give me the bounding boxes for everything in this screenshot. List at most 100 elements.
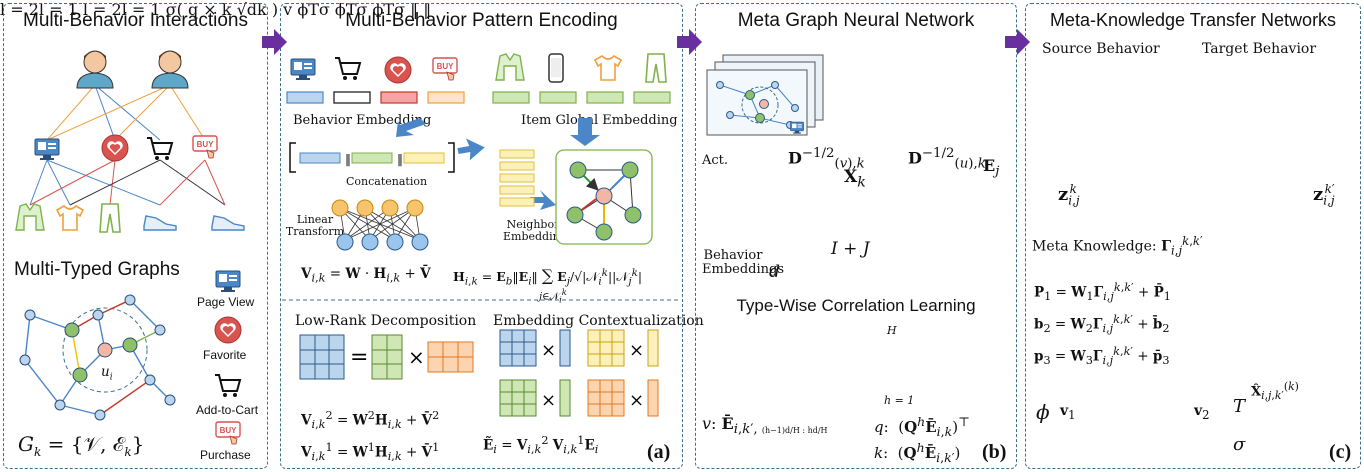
behavior-embeddings-label: Behavior Embeddings: [702, 248, 784, 277]
coat-icon: [495, 53, 525, 81]
heart-icon: [384, 56, 412, 84]
coat-icon: ϕTσ ϕTσ ϕTσ ‖: [297, 0, 431, 19]
v2-label: v2: [1194, 403, 1210, 422]
svg-text:×: ×: [408, 345, 425, 369]
panel1-graphs-title: Multi-Typed Graphs: [14, 259, 180, 280]
buy-icon: [192, 135, 218, 159]
user-icon: ϕTσ ϕTσ ϕTσ ‖: [297, 0, 431, 19]
monitor-icon: [34, 138, 60, 161]
low-rank-grids: = ×: [299, 334, 474, 380]
x-hat-box: ‖ ‖ const data = JSON.parse(document.get…: [410, 0, 431, 19]
linear-transform-label: Linear Transform: [285, 213, 345, 238]
meta-knowledge-label: Meta Knowledge: Γi,jk,k′: [1032, 234, 1203, 258]
monitor-icon: ϕTσ ϕTσ ϕTσ ‖: [297, 0, 431, 19]
typewise-title: Type-Wise Correlation Learning: [736, 296, 976, 315]
svg-text:×: ×: [541, 340, 556, 361]
contextualization-label: Embedding Contextualization: [493, 313, 704, 329]
svg-text:=: =: [350, 345, 368, 370]
attention-graphic: σ( q × k √dk ) v: [165, 0, 293, 19]
concat-vector: ‖ ‖: [289, 142, 455, 173]
layer-tabs: l = 2l = 1 l = 2l = 1: [0, 0, 161, 19]
behavior-bars: [286, 91, 465, 104]
neighbor-embedding-label: Neighbor Embedding: [503, 218, 567, 243]
monitor-icon: [290, 58, 316, 81]
legend-add-to-cart: Add-to-Cart: [196, 403, 259, 417]
shoe-icon: [211, 215, 245, 231]
heart-icon: σ( q × k √dk ) v ϕTσ ϕTσ ϕTσ: [166, 0, 432, 19]
panel-meta-knowledge: Meta-Knowledge Transfer Networks Source …: [1025, 3, 1361, 469]
z-source: zi,jk: [1058, 182, 1080, 208]
source-behavior-label: Source Behavior: [1042, 41, 1160, 57]
buy-icon: ‖ ‖ const data = JSON.parse(document.get…: [410, 0, 431, 19]
interaction-edges: [29, 84, 226, 206]
h-lower: h = 1: [884, 394, 915, 407]
graph-formula: Gk = {𝒱, ℰk}: [18, 432, 145, 459]
svg-text:‖: ‖: [345, 152, 351, 166]
v1-label: v1: [1060, 403, 1076, 422]
buy-icon: [215, 421, 241, 445]
user-icon: [151, 50, 189, 89]
panel-pattern-encoding: Multi-Behavior Pattern Encoding Behavior…: [280, 3, 704, 469]
tshirt-icon: [594, 55, 622, 81]
svg-text:‖: ‖: [397, 152, 403, 166]
shoe-icon: [143, 215, 177, 231]
panel3-tag: (b): [982, 441, 1007, 463]
coat-icon: ‖ ‖ const data = JSON.parse(document.get…: [410, 0, 431, 19]
z-target: zi,jk′: [1313, 182, 1335, 208]
panel3-title: Meta Graph Neural Network: [737, 10, 975, 31]
eq-sum-index: j∈𝒩ik: [539, 287, 567, 305]
eq-e-tilde: Ẽi = Vi,k2 Vi,k1Ei: [483, 434, 599, 457]
eq-v1: Vi,k1 = W1Hi,k + V̄1: [301, 441, 440, 464]
svg-text:×: ×: [629, 390, 644, 411]
mk-ops: ϕTσ ϕTσ ϕTσ: [297, 0, 405, 19]
phone-icon: [548, 53, 564, 83]
neighbor-graph: [555, 149, 653, 245]
arrow-2-3: [677, 29, 702, 55]
tshirt-icon: [56, 205, 84, 231]
svg-text:×: ×: [629, 340, 644, 361]
panel4-title: Meta-Knowledge Transfer Networks: [1049, 10, 1337, 30]
target-behavior-label: Target Behavior: [1202, 41, 1317, 57]
buy-icon: [432, 57, 458, 81]
buy-icon: ϕTσ ϕTσ ϕTσ ‖: [297, 0, 431, 19]
ej-label: Ej: [983, 156, 1000, 180]
eq-v-ik: Vi,k = W · Hi,k + V̄: [301, 266, 431, 285]
eq-v2: Vi,k2 = W2Hi,k + V̄2: [301, 409, 440, 432]
eq-p3: p3 = W3Γi,jk,k′ + p̄3: [1034, 345, 1170, 368]
coat-icon: ϕTσ ϕTσ ϕTσ ‖: [297, 0, 431, 19]
act-label: Act.: [702, 153, 729, 168]
phi-symbol: ϕ: [1036, 400, 1050, 424]
user-icon: ‖ ‖ const data = JSON.parse(document.get…: [410, 0, 431, 19]
coat-icon: [15, 203, 45, 231]
user-icon: [76, 50, 114, 89]
node-label-ui: ui: [101, 364, 113, 383]
neighbor-embedding-stack: [499, 149, 535, 207]
pants-icon: [645, 53, 667, 83]
d-u-label: D−1/2(u),k: [908, 146, 986, 172]
v-eq: v: Ēi,k′, (h−1)d/H : hd/H: [702, 414, 828, 438]
flow-arrows-p2: [396, 118, 600, 210]
multi-typed-graph: [19, 294, 176, 421]
arrow-3-4: [1005, 29, 1030, 55]
user-icon: ϕTσ ϕTσ ϕTσ ‖: [297, 0, 431, 19]
d-label: d: [769, 262, 780, 282]
monitor-icon: [215, 270, 241, 293]
coat-icon: ‖ ‖ const data = JSON.parse(document.get…: [410, 0, 431, 19]
concatenation-label: Concatenation: [346, 175, 428, 188]
q-eq: q: (QhĒi,k)⊤: [874, 414, 970, 439]
heart-icon: [101, 134, 129, 162]
eq-b2: b2 = W2Γi,jk,k′ + b̄2: [1034, 313, 1170, 336]
x-hat: X̂i,j,k′(k): [1251, 380, 1299, 402]
cart-icon: [214, 374, 241, 398]
panel1-title: Multi-Behavior Interactions: [23, 10, 248, 31]
coat-icon: ‖ ‖ const data = JSON.parse(document.get…: [410, 0, 431, 19]
k-eq: k: (QhĒi,k′): [874, 440, 961, 465]
h-upper: H: [887, 324, 897, 337]
low-rank-label: Low-Rank Decomposition: [295, 313, 477, 329]
svg-text:×: ×: [541, 390, 556, 411]
legend-purchase: Purchase: [200, 448, 251, 462]
eq-h-ik: Hi,k = Eb‖Ei‖ ∑ Ej/√|𝒩ik||𝒩jk|: [453, 266, 643, 288]
monitor-icon: σ( q × k √dk ) v ϕTσ ϕTσ ϕTσ: [166, 0, 432, 19]
buy-icon: σ( q × k √dk ) v ϕTσ ϕTσ ϕTσ: [166, 0, 432, 19]
